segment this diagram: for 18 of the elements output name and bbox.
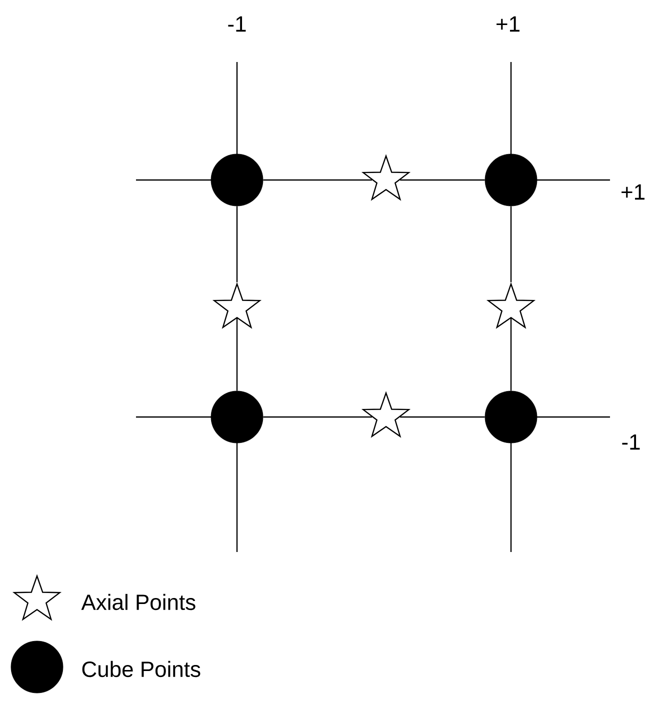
connector-line [263, 179, 372, 181]
legend-text: Axial Points [81, 594, 196, 610]
legend-text: Cube Points [82, 660, 200, 678]
cube-point [210, 390, 264, 444]
connector-line [400, 179, 485, 181]
connector-line [236, 318, 238, 391]
connector-line [510, 318, 512, 391]
axis-value: -1 [622, 434, 640, 450]
connector-line [510, 206, 512, 282]
connector-line [236, 206, 238, 282]
axis-value: -1 [228, 16, 246, 32]
cube-point [484, 390, 538, 444]
cube-point [210, 154, 264, 206]
axis-value: +1 [622, 184, 644, 200]
connector-line [263, 416, 372, 418]
cube-point [484, 154, 538, 206]
axis-value: +1 [496, 16, 520, 32]
connector-line [400, 416, 485, 418]
